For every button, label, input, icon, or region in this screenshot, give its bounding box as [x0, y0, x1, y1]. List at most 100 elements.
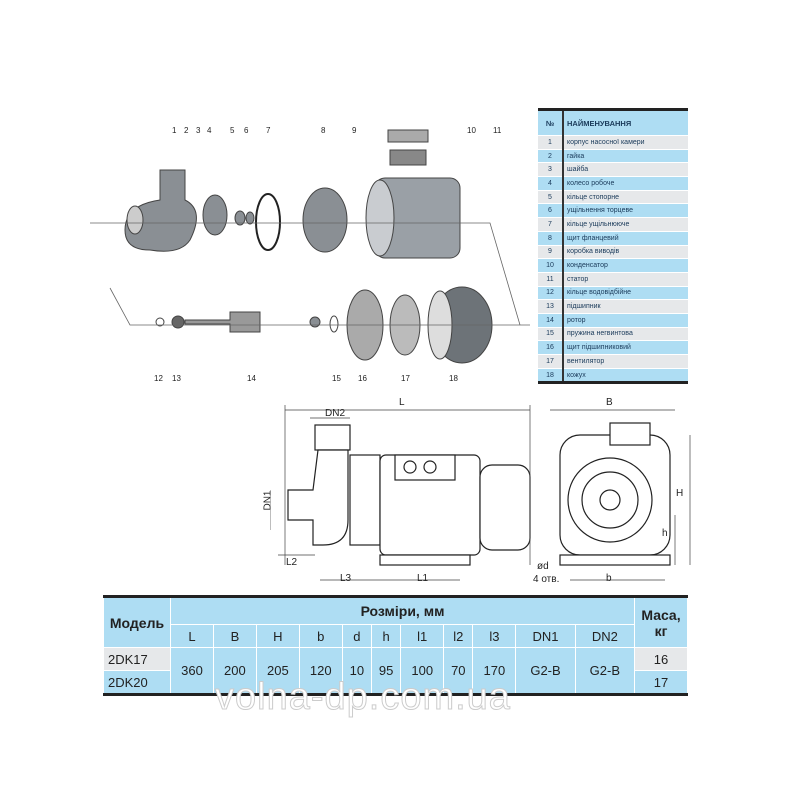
part-number: 6	[538, 203, 564, 219]
part-number: 16	[538, 340, 564, 355]
part-number: 8	[538, 231, 564, 246]
impeller	[202, 194, 228, 236]
part-name: кільце ущільнююче	[563, 217, 688, 232]
part-label: 17	[401, 374, 410, 383]
dimension-value: G2-B	[574, 647, 636, 695]
part-number: 2	[538, 149, 564, 164]
dimension-value: 170	[472, 647, 517, 695]
part-name: колесо робоче	[563, 176, 688, 191]
rotor	[184, 311, 261, 333]
dim-L1: L1	[417, 573, 429, 584]
dimension-value: 95	[370, 647, 402, 695]
part-label: 5	[230, 126, 235, 135]
part-label: 14	[247, 374, 256, 383]
part-name: вентилятор	[563, 354, 688, 369]
part-label: 3	[196, 126, 201, 135]
part-number: 1	[538, 135, 564, 150]
dims-header: Розміри, мм	[170, 596, 635, 625]
header-name: НАЙМЕНУВАННЯ	[563, 109, 688, 136]
dimension-value: 70	[443, 647, 474, 695]
part-number: 12	[538, 286, 564, 301]
part-name: шайба	[563, 162, 688, 178]
dim-DN1: DN1	[262, 490, 274, 511]
part-number: 3	[538, 162, 564, 178]
mass-value: 17	[634, 670, 688, 695]
model-name: 2DK17	[103, 647, 171, 671]
part-name: щит фланцевий	[563, 231, 688, 246]
part-name: кільце водовідбійне	[563, 286, 688, 301]
part-label: 4	[207, 126, 212, 135]
dim-b: b	[606, 573, 612, 584]
part-number: 10	[538, 258, 564, 273]
part-number: 5	[538, 190, 564, 205]
part-number: 14	[538, 313, 564, 328]
part-number: 15	[538, 327, 564, 342]
dimension-value: 360	[170, 647, 214, 695]
flange-shield	[302, 187, 348, 253]
dim-L3: L3	[340, 573, 352, 584]
column-header: L	[170, 624, 214, 648]
dim-h: h	[662, 528, 668, 539]
dim-holes: 4 отв.	[533, 574, 560, 585]
part-name: кільце стопорне	[563, 190, 688, 205]
part-number: 9	[538, 245, 564, 260]
column-header: l2	[443, 624, 474, 648]
column-header: d	[341, 624, 373, 648]
part-label: 16	[358, 374, 367, 383]
dimension-value: G2-B	[515, 647, 576, 695]
dim-H: H	[676, 488, 684, 499]
part-number: 7	[538, 217, 564, 232]
part-name: корпус насосної камери	[563, 135, 688, 150]
column-header: DN2	[574, 624, 636, 648]
part-number: 18	[538, 368, 564, 384]
part-name: ротор	[563, 313, 688, 328]
column-header: h	[370, 624, 402, 648]
column-header: l3	[472, 624, 517, 648]
model-header: Модель	[103, 596, 171, 648]
part-number: 4	[538, 176, 564, 191]
mass-value: 16	[634, 647, 688, 671]
mass-header: Маса, кг	[634, 596, 688, 648]
dim-d: ød	[537, 561, 549, 572]
part-name: підшипник	[563, 299, 688, 314]
part-name: конденсатор	[563, 258, 688, 273]
exploded-view-diagram	[90, 129, 530, 364]
part-label: 15	[332, 374, 341, 383]
part-name: щит підшипниковий	[563, 340, 688, 355]
part-number: 17	[538, 354, 564, 369]
dimension-value: 205	[255, 647, 300, 695]
dimension-value: 200	[212, 647, 257, 695]
part-label: 9	[352, 126, 357, 135]
dimension-value: 10	[341, 647, 373, 695]
column-header: b	[298, 624, 343, 648]
part-label: 10	[467, 126, 476, 135]
column-header: H	[255, 624, 300, 648]
part-label: 7	[266, 126, 271, 135]
part-name: пружина негвинтова	[563, 327, 688, 342]
column-header: B	[212, 624, 257, 648]
part-name: ущільнення торцеве	[563, 203, 688, 219]
part-label: 2	[184, 126, 189, 135]
dim-B: B	[606, 397, 613, 408]
part-number: 11	[538, 272, 564, 287]
seal-ring	[255, 193, 281, 251]
part-label: 1	[172, 126, 177, 135]
part-label: 18	[449, 374, 458, 383]
